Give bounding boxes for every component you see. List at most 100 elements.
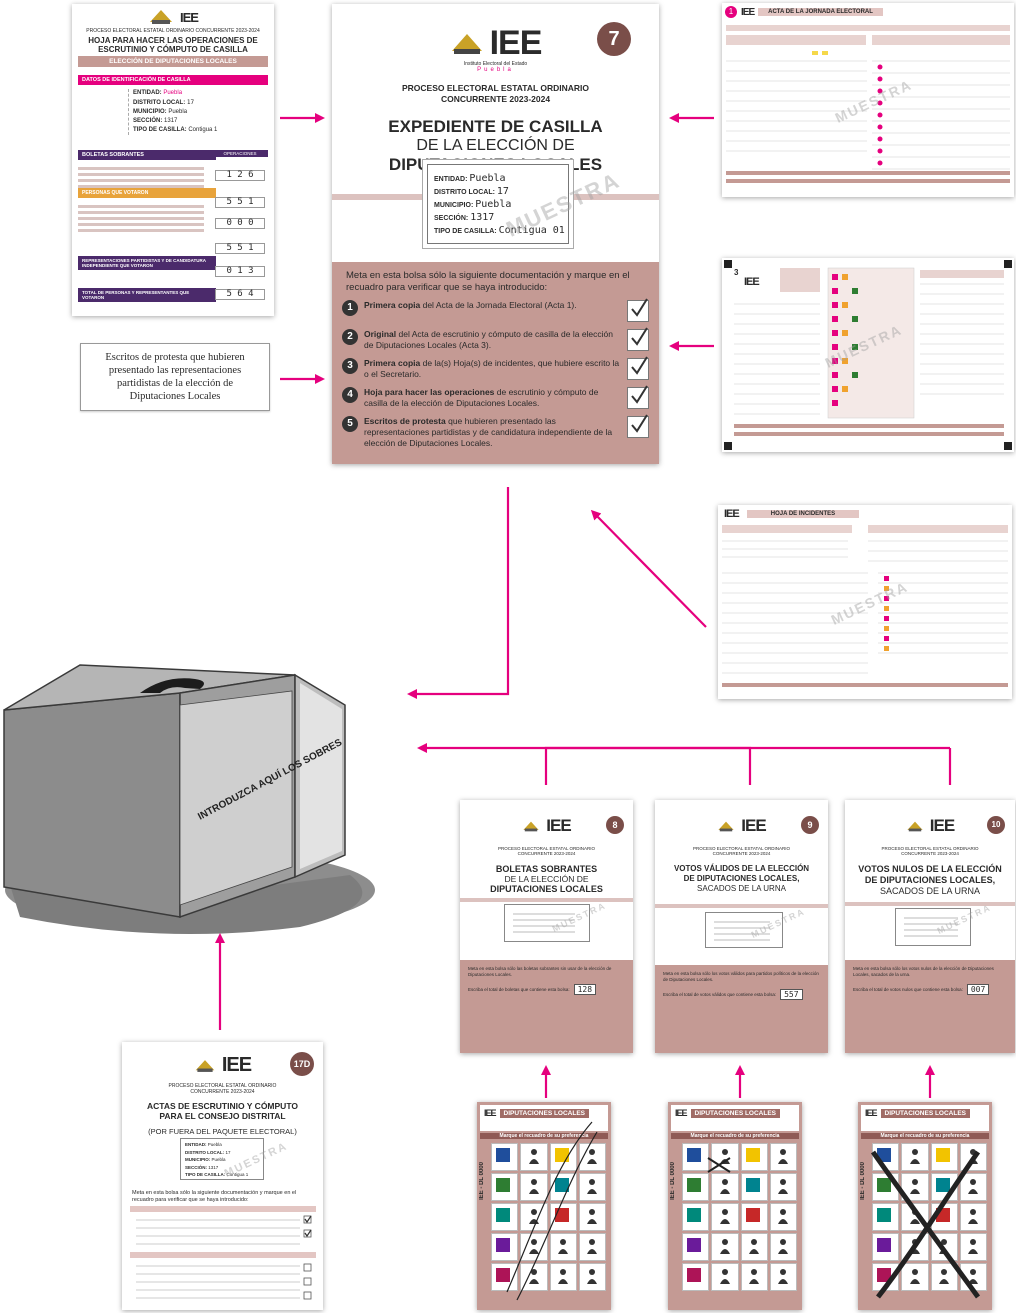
ballot-option[interactable] <box>491 1233 519 1261</box>
ballot-option[interactable] <box>769 1263 797 1291</box>
candidate-photo-icon <box>587 1209 598 1224</box>
section-boletas-sobrantes: BOLETAS SOBRANTES <box>78 150 216 160</box>
item-checkbox[interactable] <box>627 385 649 409</box>
envelope-number-badge: 10 <box>987 816 1005 834</box>
ballot-option[interactable] <box>901 1263 929 1291</box>
ballot-option[interactable] <box>520 1263 548 1291</box>
ballot-option[interactable] <box>682 1203 710 1231</box>
item-checkbox[interactable] <box>627 356 649 380</box>
checkmark-icon <box>631 298 648 317</box>
ballot-option[interactable] <box>930 1263 958 1291</box>
ballot-option[interactable] <box>740 1143 768 1171</box>
ballot-option[interactable] <box>740 1173 768 1201</box>
ballot-option[interactable] <box>711 1173 739 1201</box>
candidate-photo-icon <box>558 1269 569 1284</box>
operations-values: 1 2 6 5 5 1 0 0 0 5 5 1 0 1 3 5 6 4 <box>215 170 265 300</box>
ballot-option[interactable] <box>549 1233 577 1261</box>
ballot-instruction: Marque el recuadro de su preferencia <box>671 1133 799 1139</box>
ballot-option[interactable] <box>520 1173 548 1201</box>
ballot-option[interactable] <box>491 1173 519 1201</box>
item-number: 4 <box>342 387 358 403</box>
candidate-photo-icon <box>778 1209 789 1224</box>
process-title: PROCESO ELECTORAL ESTATAL ORDINARIO CONC… <box>168 1083 277 1095</box>
iee-emblem-icon <box>195 1059 215 1072</box>
item-checkbox[interactable] <box>627 298 649 322</box>
ballot-option[interactable] <box>769 1173 797 1201</box>
field-row: DISTRITO LOCAL: 17 <box>133 99 195 106</box>
envelope-number-badge: 8 <box>606 816 624 834</box>
ballot-option[interactable] <box>740 1203 768 1231</box>
candidate-photo-icon <box>968 1269 979 1284</box>
ballot-option[interactable] <box>682 1173 710 1201</box>
party-emblem-icon <box>745 1208 760 1222</box>
section-identification: DATOS DE IDENTIFICACIÓN DE CASILLA <box>78 75 268 85</box>
ballot-option[interactable] <box>549 1263 577 1291</box>
party-emblem-icon <box>496 1148 510 1162</box>
total-value: 557 <box>780 989 803 1000</box>
iee-emblem-icon <box>907 821 923 831</box>
ballot-option[interactable] <box>769 1233 797 1261</box>
party-emblem-icon <box>554 1178 569 1192</box>
ballot-option[interactable] <box>740 1233 768 1261</box>
ballot-option[interactable] <box>549 1143 577 1171</box>
party-emblem-icon <box>687 1238 701 1252</box>
instructions-text: Meta en esta bolsa sólo la siguiente doc… <box>132 1190 297 1203</box>
party-emblem-icon <box>687 1268 701 1282</box>
ballot-instruction: Marque el recuadro de su preferencia <box>861 1133 989 1139</box>
party-emblem-icon <box>877 1238 891 1252</box>
ballot-grid <box>477 1141 611 1293</box>
ballot-option[interactable] <box>578 1263 606 1291</box>
ballot-option[interactable] <box>769 1143 797 1171</box>
ballot-option[interactable] <box>711 1263 739 1291</box>
ballot-option[interactable] <box>578 1233 606 1261</box>
iee-emblem-icon <box>451 33 482 54</box>
ballot-option[interactable] <box>520 1233 548 1261</box>
ballot-option[interactable] <box>682 1263 710 1291</box>
ballot-option[interactable] <box>901 1143 929 1171</box>
candidate-photo-icon <box>778 1239 789 1254</box>
ballot-option[interactable] <box>682 1233 710 1261</box>
field-row: TIPO DE CASILLA: Contigua 1 <box>133 127 218 133</box>
item-checkbox[interactable] <box>627 327 649 351</box>
party-emblem-icon <box>496 1238 510 1252</box>
value-personas: 5 5 1 <box>215 197 265 208</box>
iee-place: Puebla <box>477 67 514 73</box>
field-row: TIPO DE CASILLA: Contigua 01 <box>434 225 565 236</box>
ballot-option[interactable] <box>491 1203 519 1231</box>
ballot-option[interactable] <box>491 1143 519 1171</box>
arrow-envelope7-to-box <box>407 487 510 699</box>
ballot-option[interactable] <box>959 1203 987 1231</box>
ballot-option[interactable] <box>769 1203 797 1231</box>
envelope-number-badge: 17D <box>290 1052 314 1076</box>
party-emblem-icon <box>496 1268 510 1282</box>
item-checkbox[interactable] <box>627 414 649 438</box>
value-representaciones: 0 1 3 <box>215 266 265 277</box>
field-row: DISTRITO LOCAL: 17 <box>434 186 509 197</box>
iee-emblem-icon <box>523 821 539 831</box>
ballot-option[interactable] <box>520 1143 548 1171</box>
operations-worksheet: IEE PROCESO ELECTORAL ESTATAL ORDINARIO … <box>72 4 274 316</box>
candidate-photo-icon <box>778 1179 789 1194</box>
ballot-option[interactable] <box>578 1203 606 1231</box>
ballot-option[interactable] <box>959 1173 987 1201</box>
acta-form-lines <box>734 267 1004 436</box>
ballot-option[interactable] <box>959 1233 987 1261</box>
process-title: PROCESO ELECTORAL ESTATAL ORDINARIO CONC… <box>692 846 791 856</box>
candidate-photo-icon <box>749 1239 760 1254</box>
ballot-option[interactable] <box>930 1143 958 1171</box>
acta-title: ACTA DE LA JORNADA ELECTORAL <box>758 8 883 16</box>
ballot-option[interactable] <box>740 1263 768 1291</box>
ballot-option[interactable] <box>682 1143 710 1171</box>
ballot-pen-mark <box>506 1121 598 1301</box>
ballot-option[interactable] <box>578 1173 606 1201</box>
ballot-option[interactable] <box>549 1203 577 1231</box>
party-emblem-icon <box>687 1178 701 1192</box>
party-emblem-icon <box>935 1178 950 1192</box>
ballot-option[interactable] <box>711 1203 739 1231</box>
ballot-option[interactable] <box>872 1203 900 1231</box>
ballot-option[interactable] <box>872 1233 900 1261</box>
ballot-option[interactable] <box>711 1233 739 1261</box>
